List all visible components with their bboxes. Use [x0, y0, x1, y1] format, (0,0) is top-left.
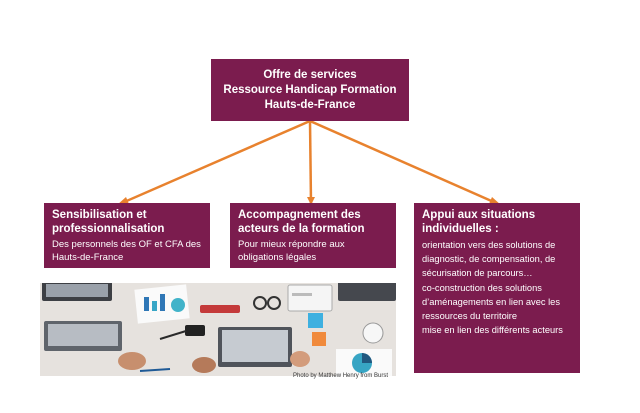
top-box-line3: Hauts-de-France: [264, 98, 356, 111]
top-box-line1: Offre de services: [263, 68, 357, 81]
top-box-services-offer: Offre de services Ressource Handicap For…: [211, 59, 409, 121]
box-appui-desc-2: co-construction des solutions d’aménagem…: [422, 282, 560, 322]
connector-middle: [308, 120, 313, 204]
box-sensibilisation: Sensibilisation et professionnalisation …: [44, 203, 210, 268]
box-sensibilisation-title: Sensibilisation et professionnalisation: [52, 209, 165, 235]
photo-credit: Photo by Matthew Henry from Burst: [293, 373, 389, 379]
box-appui-desc-3: mise en lien des différents acteurs: [422, 325, 563, 336]
box-accompagnement-title: Accompagnement des acteurs de la formati…: [238, 209, 365, 235]
office-desk-photo: [40, 283, 396, 376]
connector-right: [309, 119, 497, 205]
arrowhead-middle: [307, 197, 315, 205]
connector-left: [121, 119, 311, 205]
box-appui-situations: Appui aux situations individuelles : ori…: [414, 203, 580, 373]
box-accompagnement: Accompagnement des acteurs de la formati…: [230, 203, 396, 268]
box-sensibilisation-desc: Des personnels des OF et CFA des Hauts-d…: [52, 239, 201, 263]
box-appui-desc-1: orientation vers des solutions de diagno…: [422, 240, 556, 279]
top-box-line2: Ressource Handicap Formation: [223, 83, 397, 96]
box-appui-title: Appui aux situations individuelles :: [422, 209, 536, 235]
office-desk-photo-illustration: [40, 283, 396, 376]
box-accompagnement-desc: Pour mieux répondre aux obligations léga…: [238, 239, 345, 263]
